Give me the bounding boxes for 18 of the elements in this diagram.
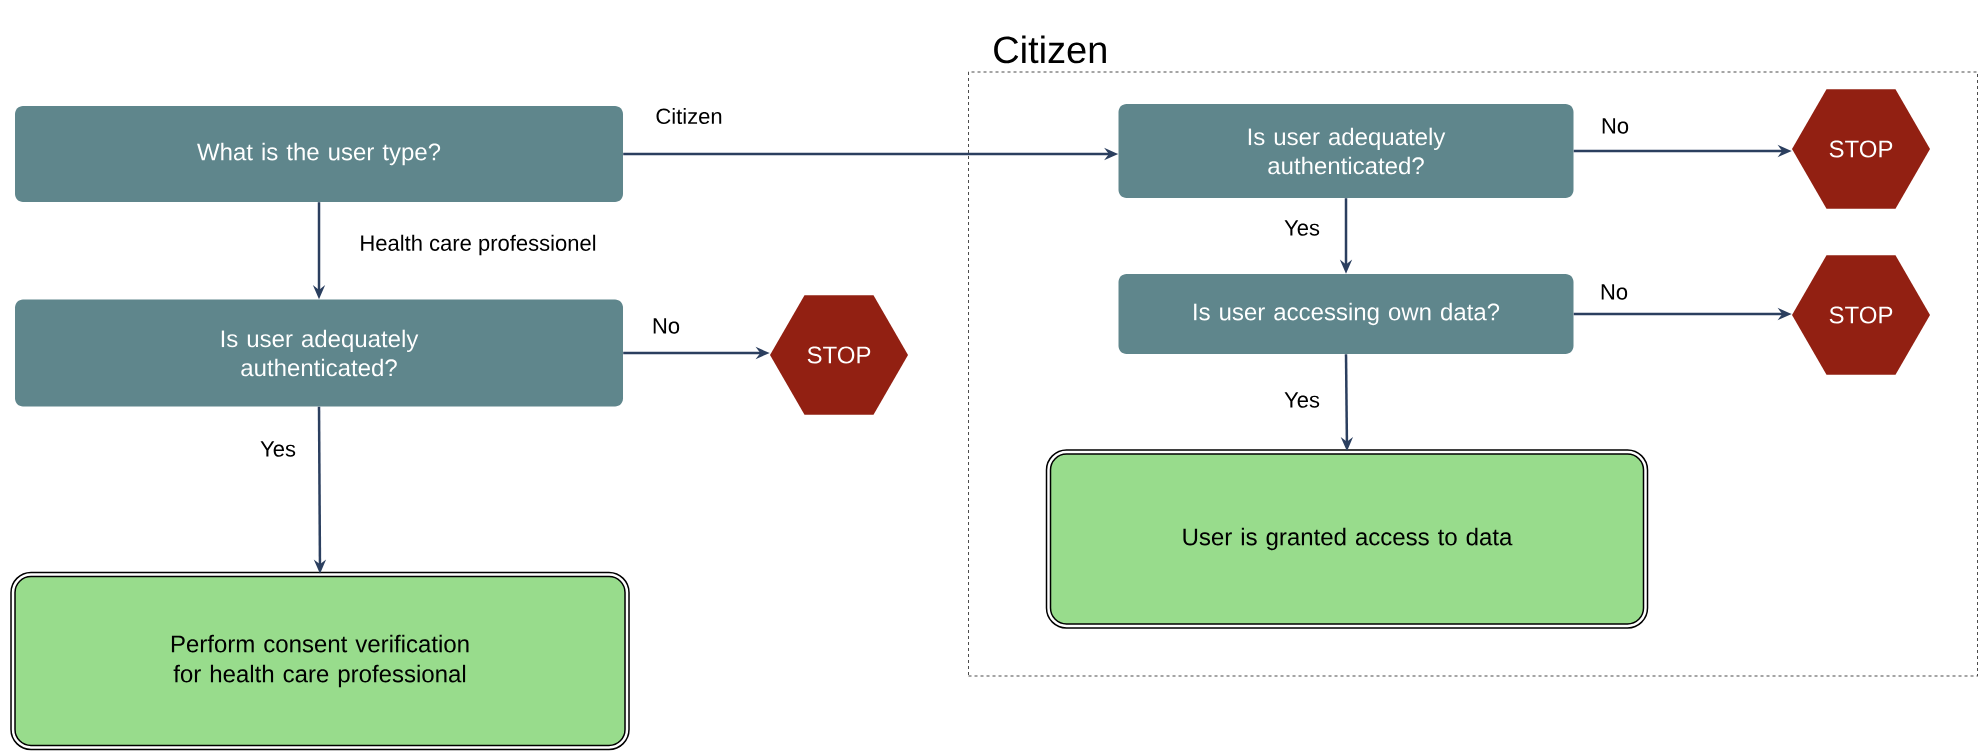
group-title: Citizen — [994, 35, 1106, 64]
edge-label: Citizen — [653, 105, 725, 127]
edge-label: No — [1597, 282, 1631, 302]
stop-hexagon: STOP — [1792, 89, 1930, 209]
decision-box: Is user adequately authenticated? — [1118, 104, 1574, 198]
decision-box: What is the user type? — [15, 106, 623, 202]
result-box: User is granted access to data — [1045, 449, 1649, 629]
edge-label: Yes — [1282, 390, 1322, 410]
edge-label: No — [649, 316, 683, 336]
result-box: Perform consent verification for health care professional — [10, 571, 630, 751]
decision-box: Is user adequately authenticated? — [15, 299, 623, 407]
edge-label: Yes — [258, 439, 298, 459]
decision-box: Is user accessing own data? — [1118, 274, 1574, 354]
edge-label: Health care professionel — [357, 232, 599, 258]
stop-hexagon: STOP — [1792, 255, 1930, 375]
edge-label: Yes — [1282, 218, 1322, 238]
stop-hexagon: STOP — [770, 295, 908, 415]
edge-label: No — [1598, 116, 1632, 136]
